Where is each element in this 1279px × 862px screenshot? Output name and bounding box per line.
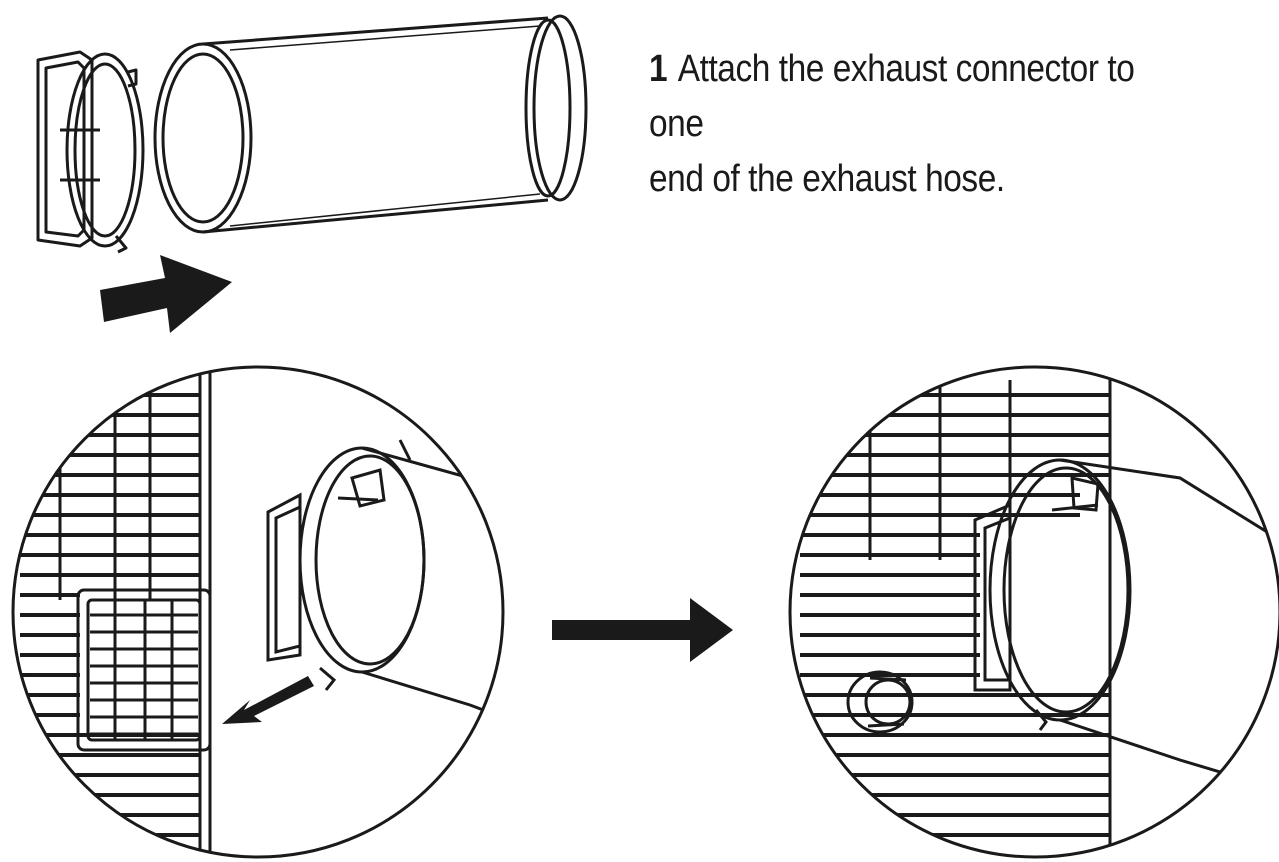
arrow-down-left-icon (222, 676, 314, 724)
exhaust-connector-illustration (36, 50, 145, 254)
instruction-text-line-1: Attach the exhaust connector to one (649, 48, 1135, 145)
detail-after-circle (788, 365, 1279, 859)
exhaust-hose-illustration (153, 14, 588, 234)
thick-arrow-right-icon (100, 255, 232, 333)
detail-before-circle (11, 365, 505, 859)
arrow-right-icon (552, 598, 733, 662)
instruction-text-line-2: end of the exhaust hose. (649, 158, 1005, 200)
step-number: 1 (649, 48, 668, 90)
